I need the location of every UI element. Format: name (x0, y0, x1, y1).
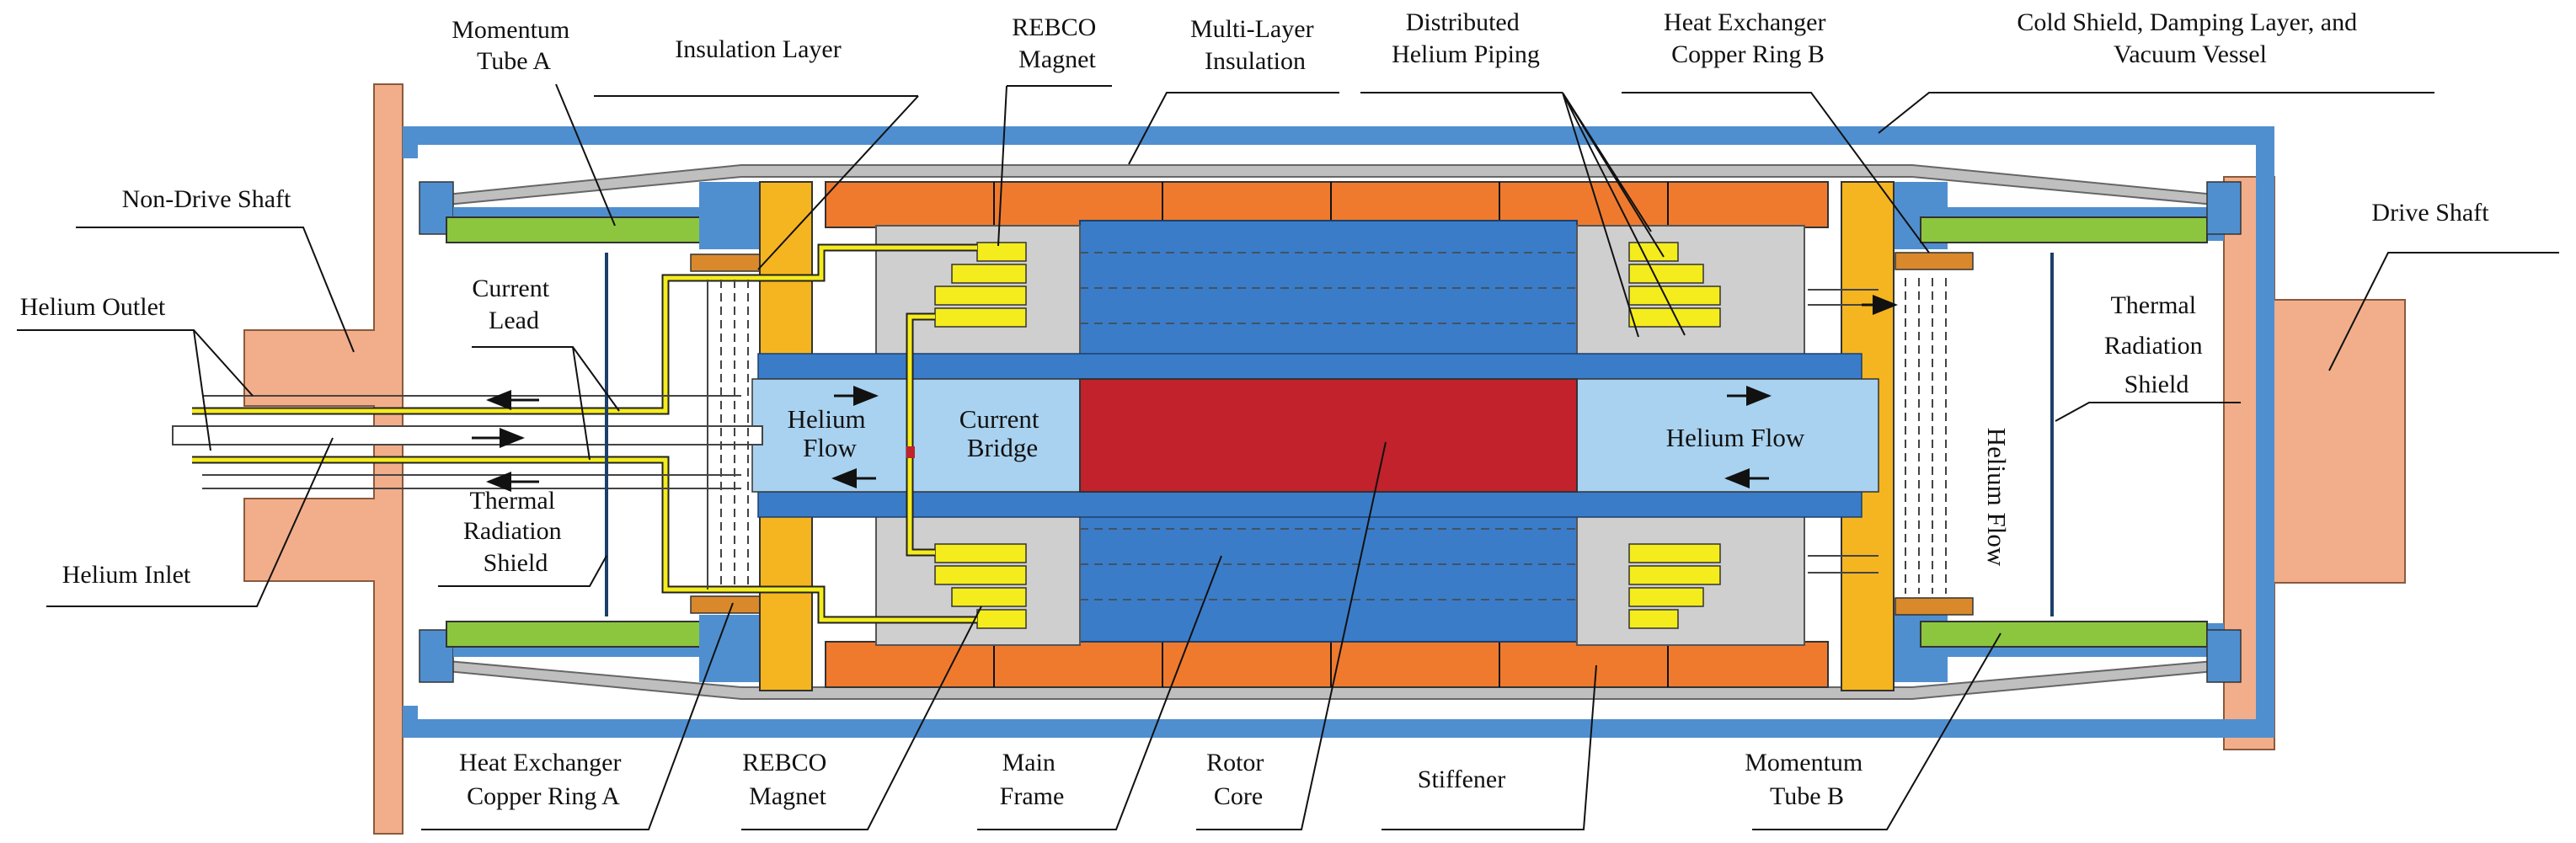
drive-shaft (2223, 176, 2406, 750)
current-lead-leader (472, 346, 620, 461)
cold-shield-leader (1878, 92, 2434, 134)
heat-exchanger-a-label: Heat Exchanger Copper Ring A (459, 749, 628, 810)
main-frame-label: Main Frame (1000, 749, 1065, 810)
stiffener-label: Stiffener (1418, 766, 1505, 793)
axial-bar-bottom (757, 488, 1863, 518)
rebco-magnet-bottom-label: REBCO Magnet (742, 749, 833, 810)
current-lead-label: Current Lead (472, 275, 555, 334)
multi-layer-insulation-label: Multi-Layer Insulation (1190, 15, 1320, 75)
heat-exchanger-b-leader (1622, 92, 1930, 253)
main-frame-leader (977, 555, 1222, 830)
rebco-magnet-coils-right (1628, 242, 1721, 629)
rebco-magnet-coils-left (934, 242, 1027, 629)
helium-piping-left (172, 280, 763, 590)
flow-arrows (472, 295, 1898, 492)
helium-outlet-label: Helium Outlet (20, 293, 166, 321)
heat-exchanger-b-label: Heat Exchanger Copper Ring B (1664, 8, 1832, 68)
heat-exchanger-a-leader (421, 602, 734, 830)
coil-housing-right (1576, 225, 1805, 646)
heat-exchanger-copper-ring-a (690, 253, 769, 614)
rebco-magnet-top-label: REBCO Magnet (1012, 13, 1103, 73)
non-drive-shaft-label: Non-Drive Shaft (122, 185, 291, 213)
current-bridge-joint (906, 446, 915, 458)
thermal-radiation-shield-right-label: Thermal Radiation Shield (2104, 291, 2209, 398)
insulation-layer-label: Insulation Layer (675, 35, 841, 63)
momentum-tube-b (1887, 181, 2242, 683)
helium-flow-right-label: Helium Flow (1666, 423, 1805, 452)
non-drive-shaft-leader (76, 227, 355, 353)
stiffener-leader (1382, 664, 1597, 830)
current-bridge-label: Current Bridge (959, 404, 1045, 462)
rotor-core (1079, 378, 1578, 493)
helium-flow-channel-left (751, 378, 1082, 493)
insulation-layer-leader (594, 95, 919, 270)
momentum-tube-a (419, 181, 760, 683)
heat-exchanger-copper-ring-b (1895, 252, 1974, 616)
helium-flow-vertical-label: Helium Flow (1982, 428, 2012, 567)
helium-inlet-leader (46, 437, 334, 607)
non-drive-shaft (243, 83, 404, 835)
momentum-tube-a-label: Momentum Tube A (452, 16, 576, 75)
helium-inlet-label: Helium Inlet (62, 561, 191, 589)
thermal-radiation-shield-left-label: Thermal Radiation Shield (463, 487, 568, 577)
thermal-radiation-shield-left-leader (438, 555, 607, 587)
thermal-radiation-shield-right-leader (2055, 402, 2241, 422)
rebco-magnet-top-leader (997, 85, 1112, 247)
distributed-helium-piping-label: Distributed Helium Piping (1392, 8, 1540, 68)
drive-shaft-label: Drive Shaft (2371, 199, 2489, 227)
multi-layer-insulation-leader (1128, 92, 1339, 165)
momentum-tube-b-label: Momentum Tube B (1745, 749, 1869, 810)
helium-flow-left-label: Helium Flow (788, 404, 873, 462)
vacuum-vessel (403, 126, 2274, 738)
rebco-magnet-bottom-leader (741, 606, 982, 830)
momentum-tube-b-leader (1752, 632, 2001, 830)
distributed-helium-piping-leader (1360, 92, 1686, 338)
drive-shaft-leader (2328, 252, 2559, 371)
momentum-tube-a-leader (555, 83, 616, 227)
helium-outlet-leader (17, 329, 254, 451)
cold-shield-label: Cold Shield, Damping Layer, and Vacuum V… (2017, 8, 2363, 68)
rotor-core-leader (1196, 441, 1387, 830)
current-lead-core (192, 245, 977, 622)
rotor-core-label: Rotor Core (1206, 749, 1270, 810)
axial-bar-top (757, 353, 1863, 383)
